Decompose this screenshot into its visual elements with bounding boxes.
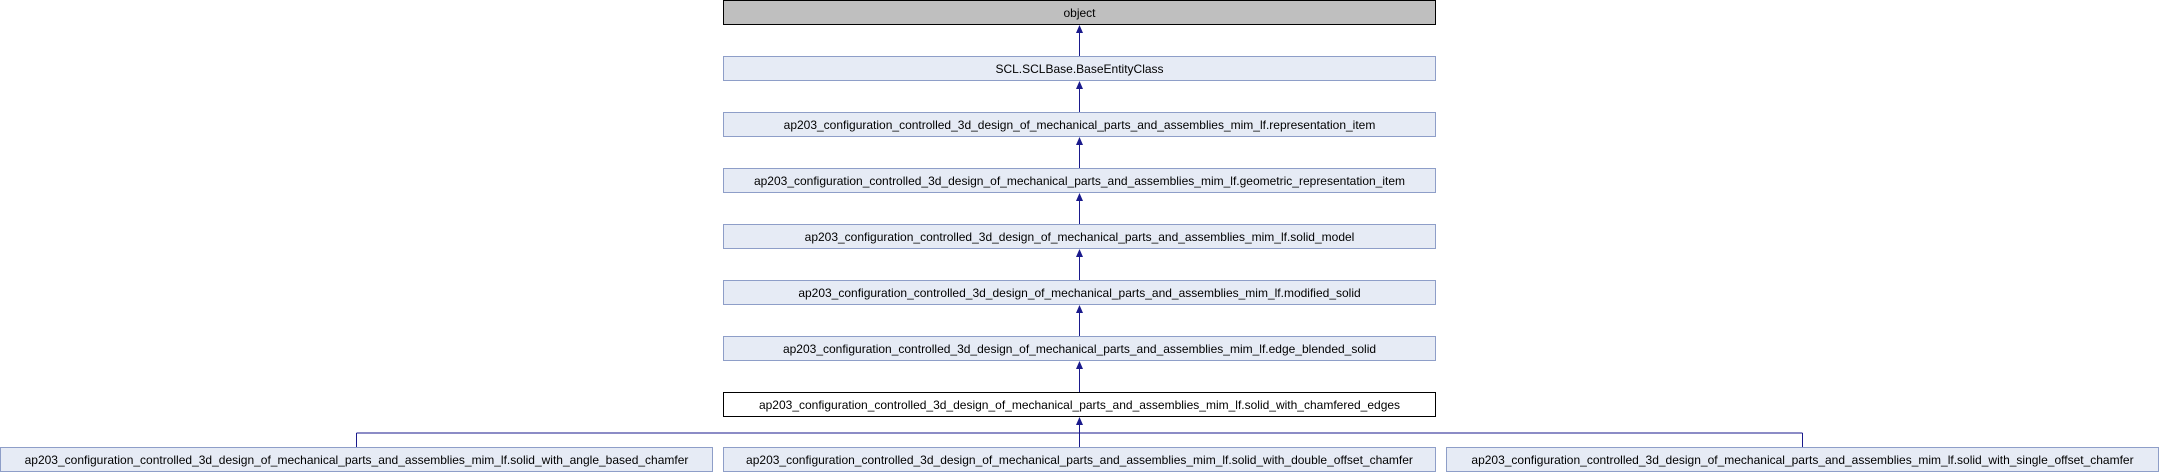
node-modified-solid[interactable]: ap203_configuration_controlled_3d_design… [723, 280, 1436, 305]
inheritance-arrowhead [1076, 249, 1083, 257]
node-representation-item[interactable]: ap203_configuration_controlled_3d_design… [723, 112, 1436, 137]
inheritance-arrowhead [1076, 193, 1083, 201]
node-base-entity-class[interactable]: SCL.SCLBase.BaseEntityClass [723, 56, 1436, 81]
inheritance-arrowhead [1076, 361, 1083, 369]
node-solid-with-single-offset-chamfer[interactable]: ap203_configuration_controlled_3d_design… [1446, 447, 2159, 472]
inheritance-arrowhead [1076, 25, 1083, 33]
node-solid-with-chamfered-edges: ap203_configuration_controlled_3d_design… [723, 392, 1436, 417]
node-solid-with-angle-based-chamfer[interactable]: ap203_configuration_controlled_3d_design… [0, 447, 713, 472]
node-solid-model[interactable]: ap203_configuration_controlled_3d_design… [723, 224, 1436, 249]
node-solid-with-double-offset-chamfer[interactable]: ap203_configuration_controlled_3d_design… [723, 447, 1436, 472]
inheritance-arrowhead [1076, 137, 1083, 145]
inheritance-arrowhead [1076, 305, 1083, 313]
inheritance-arrowhead [1076, 81, 1083, 89]
inheritance-arrowhead [1076, 417, 1083, 425]
node-geometric-representation-item[interactable]: ap203_configuration_controlled_3d_design… [723, 168, 1436, 193]
node-object: object [723, 0, 1436, 25]
node-edge-blended-solid[interactable]: ap203_configuration_controlled_3d_design… [723, 336, 1436, 361]
